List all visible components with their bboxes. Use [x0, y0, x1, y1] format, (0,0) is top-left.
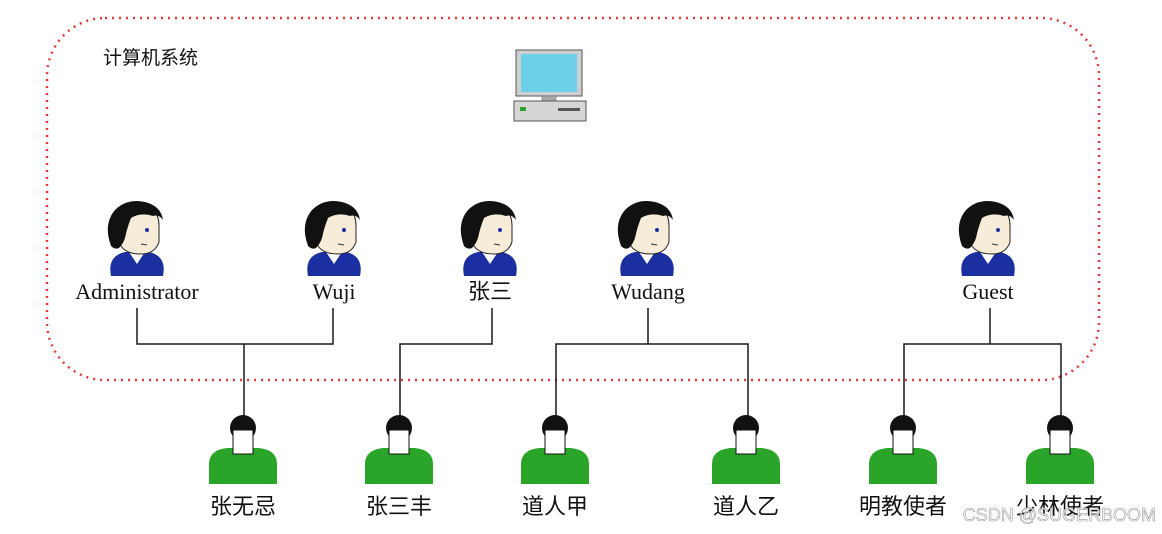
person-icon [208, 414, 278, 485]
connector-guest-branch [903, 343, 1062, 428]
user-label-shaolin: 少林使者 [1016, 495, 1104, 520]
account-avatar-icon [617, 200, 675, 277]
system-label: 计算机系统 [103, 47, 198, 69]
desktop-computer-icon [513, 49, 587, 122]
connector-wudang-branch [555, 343, 749, 428]
user-label-zhangsanfeng: 张三丰 [366, 495, 432, 520]
connector-lines [136, 308, 1062, 428]
connector-zhangwuji-bracket [136, 308, 334, 345]
user-label-zhangwuji: 张无忌 [210, 495, 276, 520]
person-icon [1025, 414, 1095, 485]
account-label-wudang: Wudang [611, 279, 685, 304]
system-boundary [45, 16, 1101, 382]
person-icon [520, 414, 590, 485]
user-label-mingjiao: 明教使者 [859, 495, 947, 520]
account-avatar-icon [304, 200, 362, 277]
person-icon [868, 414, 938, 485]
watermark: CSDN @SUGERBOOM [963, 505, 1156, 525]
person-icon [711, 414, 781, 485]
user-label-daorenjia: 道人甲 [522, 495, 588, 520]
account-label-guest: Guest [962, 279, 1013, 304]
person-icon [364, 414, 434, 485]
account-avatar-icon [460, 200, 518, 277]
account-label-zhangsan: 张三 [468, 280, 512, 305]
connector-zhangsanfeng [399, 308, 493, 428]
account-label-wuji: Wuji [312, 279, 355, 304]
account-label-administrator: Administrator [75, 279, 199, 304]
user-label-daorenyi: 道人乙 [713, 495, 779, 520]
account-avatar-icon [958, 200, 1016, 277]
account-avatar-icon [107, 200, 165, 277]
